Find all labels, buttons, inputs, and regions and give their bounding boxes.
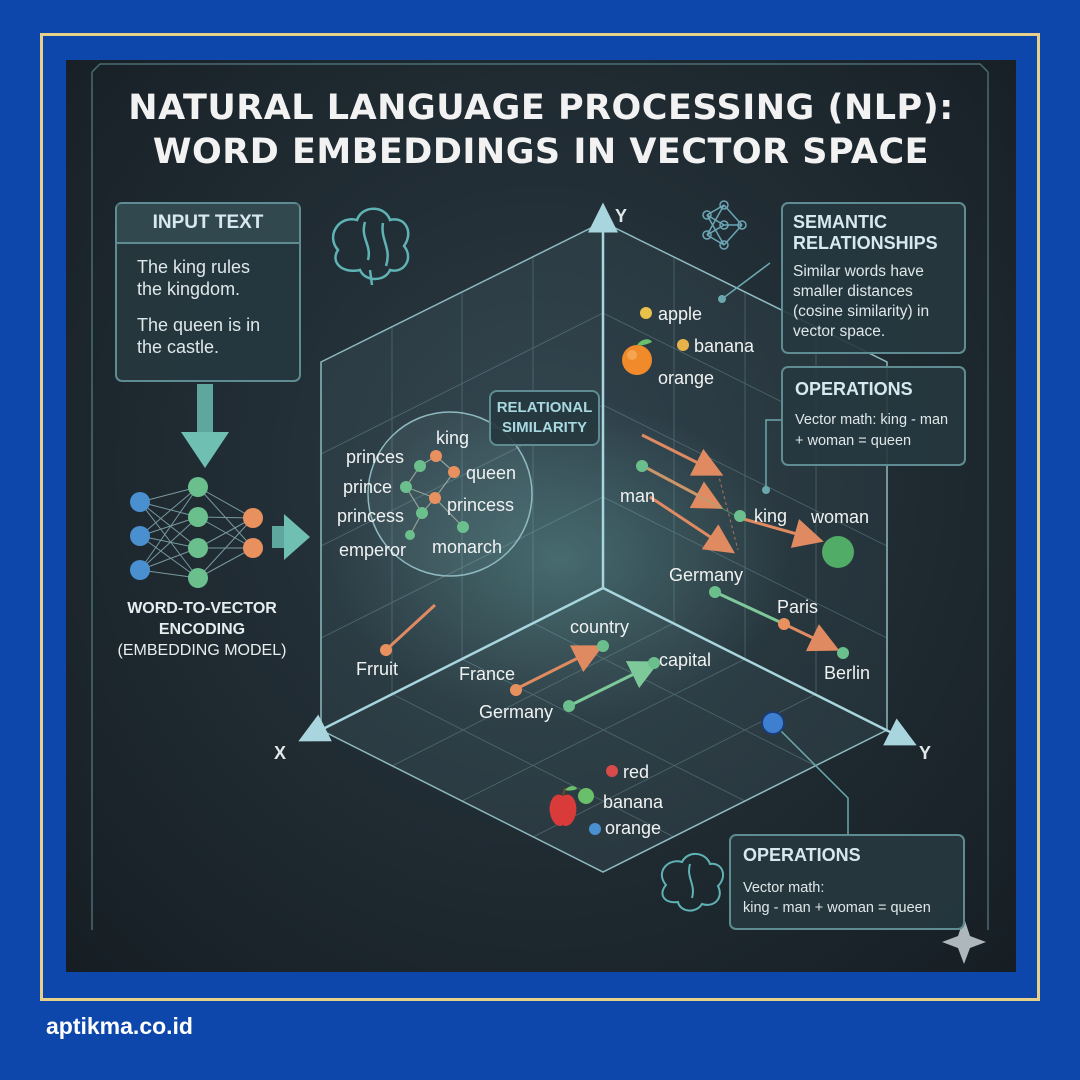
operations-bottom-line-1: Vector math: — [743, 880, 825, 896]
page-title: NATURAL LANGUAGE PROCESSING (NLP): WORD … — [66, 86, 1016, 174]
word-label-monarch: monarch — [432, 537, 502, 557]
word-label-orange-bottom: orange — [605, 818, 661, 838]
encoding-line-3: (EMBEDDING MODEL) — [117, 642, 287, 659]
axis-label-x: X — [274, 743, 286, 763]
word-label-banana-bottom: banana — [603, 792, 664, 812]
title-line-1: NATURAL LANGUAGE PROCESSING (NLP): — [128, 88, 954, 128]
word-nodes — [380, 307, 854, 835]
encoding-network — [130, 477, 310, 588]
word-label-woman: woman — [810, 507, 869, 527]
orange-fruit-icon — [622, 339, 652, 375]
operations-bottom-line-2: king - man + woman = queen — [743, 900, 931, 916]
word-label-emperor: emperor — [339, 540, 406, 560]
word-label-country: country — [570, 617, 629, 637]
operations-box-bottom: OPERATIONS Vector math: king - man + wom… — [729, 834, 965, 930]
brand-url: aptikma.co.id — [46, 1013, 193, 1039]
word-labels: apple banana orange princes king prince … — [337, 304, 870, 838]
word-label-king: king — [436, 428, 469, 448]
arrow-down-icon — [181, 384, 229, 468]
relational-similarity-box: RELATIONAL SIMILARITY — [489, 390, 600, 446]
semantic-body: Similar words have smaller distances (co… — [793, 263, 930, 340]
word-label-germany-mid: Germany — [669, 565, 743, 585]
word-label-king-vector: king — [754, 506, 787, 526]
sparkle-icon — [942, 918, 986, 964]
word-label-banana: banana — [694, 336, 755, 356]
encoding-line-2: ENCODING — [158, 621, 246, 638]
word-node — [677, 339, 689, 351]
word-node — [640, 307, 652, 319]
word-label-red: red — [623, 762, 649, 782]
encoding-line-1: WORD-TO-VECTOR — [127, 600, 277, 617]
semantic-heading-line-1: SEMANTIC — [793, 212, 887, 232]
input-text-heading: INPUT TEXT — [117, 204, 299, 244]
word-label-germany-low: Germany — [479, 702, 553, 722]
axis-label-y-top: Y — [615, 206, 627, 226]
neural-network-icon — [702, 200, 747, 250]
dotted-guides — [717, 472, 739, 551]
word-label-capital: capital — [659, 650, 711, 670]
word-label-queen: queen — [466, 463, 516, 483]
relational-line-1: RELATIONAL — [496, 399, 593, 416]
brain-icon-bottom — [660, 853, 725, 912]
semantic-relationships-box: SEMANTIC RELATIONSHIPS Similar words hav… — [781, 202, 966, 354]
word-label-man: man — [620, 486, 655, 506]
input-sentence-2: The queen is in the castle. — [137, 315, 261, 357]
word-label-princess-right: princess — [447, 495, 514, 515]
encoding-label: WORD-TO-VECTOR ENCODING (EMBEDDING MODEL… — [92, 598, 312, 661]
input-text-box: INPUT TEXT The king rules the kingdom. T… — [115, 202, 301, 382]
word-label-france: France — [459, 664, 515, 684]
word-label-apple: apple — [658, 304, 702, 324]
word-label-prince: prince — [343, 477, 392, 497]
semantic-heading-line-2: RELATIONSHIPS — [793, 233, 938, 253]
decor-lines — [91, 63, 989, 930]
word-label-princess-left: princess — [337, 506, 404, 526]
word-label-paris: Paris — [777, 597, 818, 617]
operations-top-heading: OPERATIONS — [795, 379, 913, 399]
word-label-fruit: Frruit — [356, 659, 398, 679]
title-line-2: WORD EMBEDDINGS IN VECTOR SPACE — [152, 132, 930, 172]
operations-bottom-heading: OPERATIONS — [743, 845, 861, 865]
axes — [298, 202, 917, 746]
vector-arrows — [384, 433, 840, 708]
semantic-heading: SEMANTIC RELATIONSHIPS — [793, 212, 954, 254]
word-label-orange: orange — [658, 368, 714, 388]
brain-icon — [331, 207, 410, 286]
word-label-princes: princes — [346, 447, 404, 467]
apple-fruit-icon — [549, 786, 577, 826]
word-label-berlin: Berlin — [824, 663, 870, 683]
input-sentence-1: The king rules the kingdom. — [137, 257, 251, 299]
operations-top-body: Vector math: king - man + woman = queen — [795, 412, 949, 449]
relational-line-2: SIMILARITY — [502, 419, 587, 436]
operations-box-top: OPERATIONS Vector math: king - man + wom… — [781, 366, 966, 466]
axis-label-y-right: Y — [919, 743, 931, 763]
